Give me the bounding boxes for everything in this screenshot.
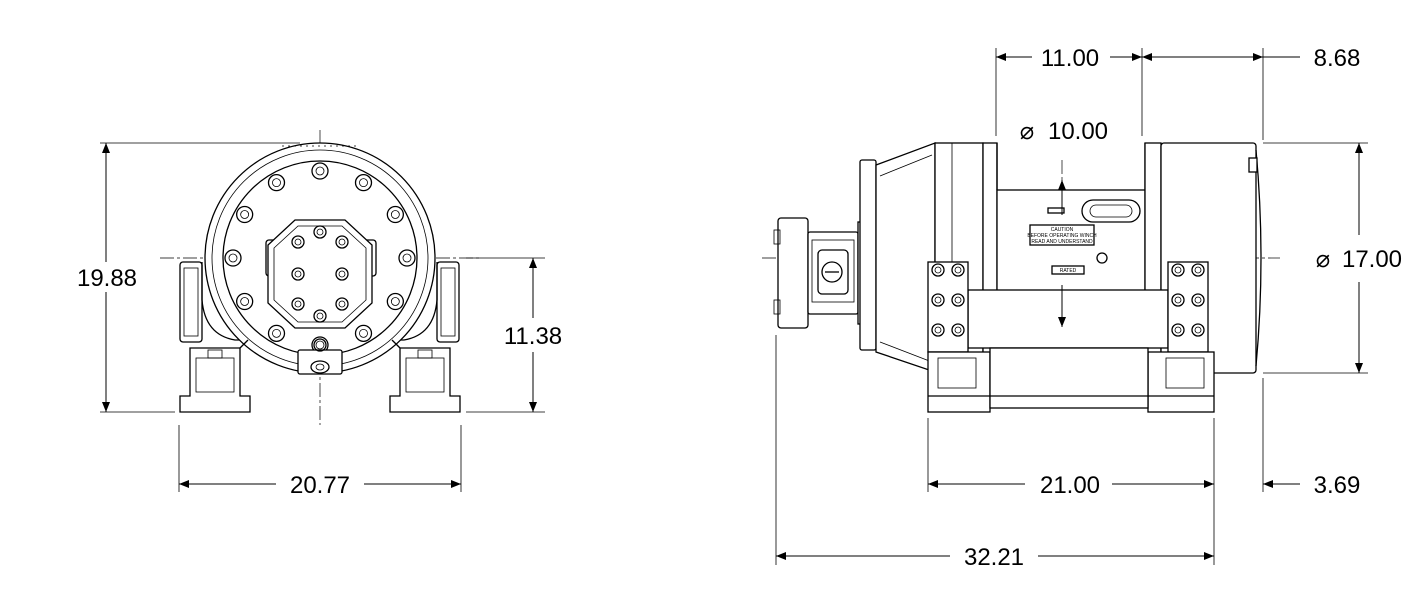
right-bolt-block: [1167, 261, 1209, 353]
side-left-foot: [927, 351, 991, 413]
motor-bolts: [291, 225, 349, 323]
motor-end-cap: [777, 217, 809, 329]
dim-mount-width: 21.00: [1040, 472, 1100, 499]
bolt: [224, 249, 242, 267]
bolt: [236, 292, 254, 311]
bolt: [313, 225, 327, 239]
bolt: [335, 297, 349, 311]
bolt: [354, 174, 373, 192]
dim-front-height: 19.88: [77, 265, 137, 292]
dim-diameter-symbol-flange: ⌀: [1316, 246, 1330, 273]
motor-flange: [859, 159, 877, 351]
dim-diameter-symbol-drum: ⌀: [1020, 118, 1034, 145]
bolt: [236, 205, 254, 224]
bolt: [931, 263, 945, 277]
dim-flange-diameter: 17.00: [1342, 246, 1402, 273]
bolt: [931, 323, 945, 337]
left-bolt-block: [927, 261, 969, 353]
gear-housing: [875, 142, 936, 373]
dim-front-width: 20.77: [290, 472, 350, 499]
base-frame: [989, 347, 1149, 409]
bolt: [1171, 293, 1185, 307]
dim-edge-offset: 3.69: [1314, 472, 1361, 499]
svg-text:READ AND UNDERSTAND: READ AND UNDERSTAND: [1031, 239, 1093, 245]
svg-text:CAUTION: CAUTION: [1051, 227, 1074, 233]
bolt: [386, 205, 404, 224]
bolt: [1191, 263, 1205, 277]
bolt: [291, 267, 305, 281]
bolt: [267, 324, 286, 342]
tie-bar: [967, 289, 1169, 349]
right-side-bracket: [436, 261, 460, 343]
bolt: [951, 263, 965, 277]
dim-drum-diameter: 10.00: [1048, 118, 1108, 145]
drum-slot: [1081, 199, 1141, 223]
bolt: [267, 174, 286, 192]
bolt: [1171, 323, 1185, 337]
dim-drum-width: 11.00: [1041, 45, 1099, 72]
dim-front-center-height: 11.38: [504, 323, 562, 350]
bolt: [1191, 323, 1205, 337]
svg-text:RATED: RATED: [1060, 268, 1077, 274]
bolt: [354, 324, 373, 342]
dim-overall-length: 32.21: [964, 544, 1024, 571]
caution-label-plate: [1029, 224, 1095, 246]
bolt: [335, 267, 349, 281]
left-foot: [179, 347, 251, 413]
bolt: [398, 249, 416, 267]
rated-badge: [1051, 265, 1085, 275]
bottom-boss: [297, 349, 343, 375]
bolt: [1171, 263, 1185, 277]
side-right-foot: [1147, 351, 1215, 413]
dim-motor-offset: 8.68: [1314, 45, 1361, 72]
left-side-bracket: [179, 261, 203, 343]
bolt: [291, 297, 305, 311]
right-foot: [389, 347, 461, 413]
front-view: 19.88 11.38 20.77: [77, 130, 562, 499]
motor-port-plug: [821, 261, 843, 283]
bolt: [951, 293, 965, 307]
bolt: [931, 293, 945, 307]
bolt: [386, 292, 404, 311]
bolt: [951, 323, 965, 337]
bolt: [311, 162, 329, 180]
bolt: [1191, 293, 1205, 307]
side-bolts: [931, 263, 1205, 337]
bolt: [335, 235, 349, 249]
side-view: CAUTION BEFORE OPERATING WINCH READ AND …: [762, 45, 1402, 571]
bolt: [313, 309, 327, 323]
svg-text:BEFORE OPERATING WINCH: BEFORE OPERATING WINCH: [1027, 233, 1097, 239]
bolt: [291, 235, 305, 249]
